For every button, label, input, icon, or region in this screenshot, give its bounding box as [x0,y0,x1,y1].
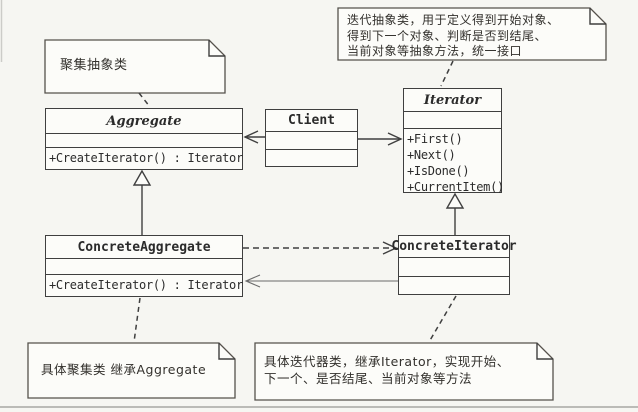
note-anchor-concrete-aggregate [133,297,141,343]
note-fold-icon [589,8,606,25]
class-name: Aggregate [106,113,182,129]
arrowhead-icon [382,241,398,255]
generalization-concrete-aggregate-to-aggregate [132,169,152,235]
method-label: +CreateIterator() : Iterator [49,151,243,165]
class-attributes-section [399,257,509,276]
class-name: Iterator [423,92,482,108]
class-methods-section [399,276,509,293]
class-box-aggregate: Aggregate +CreateIterator() : Iterator [45,108,243,170]
note-line: 具体迭代器类，继承Iterator，实现开始、 [264,354,510,369]
method-label: +CurrentItem() [407,180,504,194]
class-methods-section: +CreateIterator() : Iterator [46,147,243,168]
class-methods-section: +First() +Next() +IsDone() +CurrentItem(… [404,128,504,194]
generalization-concrete-iterator-to-iterator [445,192,465,235]
method-label: +Next() [407,148,456,162]
class-methods-section [266,149,357,165]
association-concrete-iterator-to-concrete-aggregate [244,274,398,288]
arrowhead-icon [244,274,261,288]
class-box-concrete-aggregate: ConcreteAggregate +CreateIterator() : It… [45,235,243,297]
class-attributes-section [266,131,357,149]
class-name: ConcreteIterator [391,239,517,254]
note-anchor-aggregate [138,92,151,108]
hollow-triangle-icon [132,169,152,186]
note-anchor-iterator [440,60,454,87]
note-top-left: 聚集抽象类 [60,58,128,74]
class-attributes-section [46,133,242,147]
class-name: Client [288,113,335,128]
class-box-client: Client [265,109,358,167]
note-line: 聚集抽象类 [60,58,128,73]
note-shape-top-left [44,39,226,94]
note-line: 下一个、是否结尾、当前对象等方法 [264,371,473,386]
association-client-to-iterator [358,132,403,146]
arrowhead-icon [243,130,259,144]
class-attributes-section [404,111,501,128]
dependency-concrete-aggregate-to-concrete-iterator [243,241,398,255]
note-fold-icon [208,40,225,57]
class-name: ConcreteAggregate [77,239,211,255]
arrowhead-icon [387,132,403,146]
note-anchor-concrete-iterator [428,295,457,343]
note-shape-bottom-right [254,342,554,401]
note-line: 具体聚集类 继承Aggregate [41,362,207,377]
note-shape-bottom-left [27,342,236,399]
note-shape-top-right [337,7,607,61]
note-top-right: 迭代抽象类，用于定义得到开始对象、 得到下一个对象、判断是否到结尾、 当前对象等… [347,13,560,60]
class-attributes-section [46,258,242,274]
association-client-to-aggregate [243,130,265,144]
note-line: 迭代抽象类，用于定义得到开始对象、 [347,13,560,27]
note-fold-icon [536,343,553,360]
method-label: +CreateIterator() : Iterator [49,278,243,292]
note-bottom-right: 具体迭代器类，继承Iterator，实现开始、 下一个、是否结尾、当前对象等方法 [264,353,510,387]
note-bottom-left: 具体聚集类 继承Aggregate [41,362,206,378]
method-label: +IsDone() [407,164,470,178]
hollow-triangle-icon [445,192,465,209]
class-methods-section: +CreateIterator() : Iterator [46,274,243,295]
class-box-concrete-iterator: ConcreteIterator [391,235,517,295]
note-line: 得到下一个对象、判断是否到结尾、 [347,28,548,43]
method-label: +First() [407,132,463,146]
note-fold-icon [218,343,235,360]
class-box-iterator: Iterator +First() +Next() +IsDone() +Cur… [403,88,504,194]
note-line: 当前对象等抽象方法，统一接口 [347,44,523,58]
